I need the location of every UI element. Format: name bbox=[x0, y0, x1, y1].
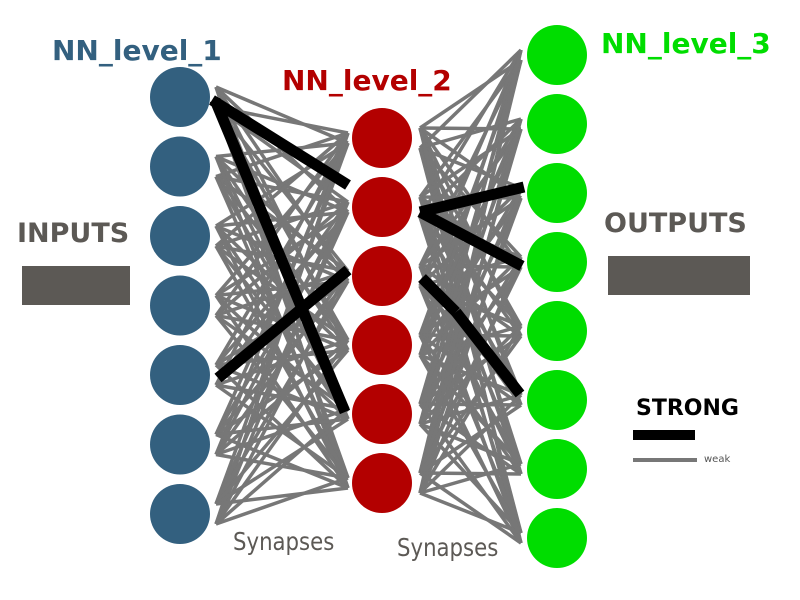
level2-node bbox=[352, 246, 412, 306]
weak-synapse bbox=[215, 141, 349, 228]
weak-synapse bbox=[215, 85, 349, 145]
level3-node bbox=[527, 508, 587, 568]
weak-synapse bbox=[418, 334, 523, 475]
level1-node bbox=[150, 67, 210, 127]
weak-synapse bbox=[215, 476, 349, 526]
weak-synapse bbox=[214, 201, 350, 525]
level3-node bbox=[527, 232, 587, 292]
level1-node bbox=[150, 136, 210, 197]
level3-node bbox=[527, 301, 587, 361]
weak-synapse bbox=[214, 132, 350, 456]
level1-node bbox=[150, 345, 210, 405]
strong-synapse bbox=[451, 308, 525, 398]
level1-node bbox=[150, 275, 210, 336]
level3-node bbox=[527, 439, 587, 499]
strong-synapse bbox=[418, 274, 460, 316]
legend-weak-line bbox=[633, 458, 697, 462]
strong-synapse bbox=[417, 207, 525, 271]
level3-node bbox=[527, 25, 587, 85]
level3-label: NN_level_3 bbox=[601, 27, 771, 60]
legend-strong-line bbox=[633, 430, 695, 440]
synapses-left-label: Synapses bbox=[233, 527, 335, 556]
level1-label: NN_level_1 bbox=[52, 34, 222, 67]
strong-synapse bbox=[209, 97, 351, 415]
weak-synapse bbox=[419, 491, 522, 535]
outputs-bar bbox=[608, 256, 750, 295]
weak-synapse bbox=[419, 403, 522, 475]
level1-node bbox=[150, 206, 210, 266]
weak-synapse bbox=[418, 48, 523, 150]
weak-synapse bbox=[214, 131, 350, 317]
weak-synapse bbox=[214, 270, 350, 525]
weak-synapse bbox=[418, 59, 523, 267]
weak-synapse bbox=[419, 471, 522, 545]
level2-node bbox=[352, 453, 412, 513]
weak-synapse bbox=[214, 142, 350, 436]
weak-synapse bbox=[419, 58, 522, 130]
weak-synapse bbox=[214, 211, 350, 505]
level2-label: NN_level_2 bbox=[282, 64, 452, 97]
weak-synapse bbox=[418, 49, 523, 218]
weak-synapse bbox=[419, 471, 522, 476]
weak-synapse bbox=[214, 280, 350, 505]
level3-node bbox=[527, 370, 587, 430]
inputs-label: INPUTS bbox=[17, 218, 130, 249]
strong-synapse bbox=[214, 265, 352, 383]
weak-synapse bbox=[214, 407, 350, 526]
strong-synapse bbox=[209, 95, 351, 190]
level2-node bbox=[352, 177, 412, 237]
inputs-bar bbox=[22, 266, 130, 305]
legend-weak-label: weak bbox=[704, 454, 731, 465]
weak-synapse bbox=[214, 131, 350, 248]
weak-synapse bbox=[418, 325, 523, 494]
weak-synapse bbox=[418, 58, 523, 199]
level1-node bbox=[150, 414, 210, 475]
weak-synapse bbox=[418, 49, 523, 287]
synapses-right-label: Synapses bbox=[397, 533, 499, 562]
weak-synapse bbox=[418, 266, 523, 474]
weak-synapse bbox=[418, 393, 523, 495]
level2-node bbox=[352, 108, 412, 168]
level2-node bbox=[352, 315, 412, 375]
level1-node bbox=[150, 484, 210, 544]
legend-strong-label: STRONG bbox=[636, 396, 739, 421]
outputs-label: OUTPUTS bbox=[604, 208, 747, 239]
weak-synapse bbox=[419, 462, 522, 495]
level3-node bbox=[527, 163, 587, 223]
level2-node bbox=[352, 384, 412, 444]
weak-synapse bbox=[418, 256, 523, 494]
strong-synapse bbox=[418, 181, 526, 218]
weak-synapse bbox=[215, 486, 349, 506]
weak-synapse bbox=[215, 417, 349, 506]
level3-node bbox=[527, 94, 587, 154]
